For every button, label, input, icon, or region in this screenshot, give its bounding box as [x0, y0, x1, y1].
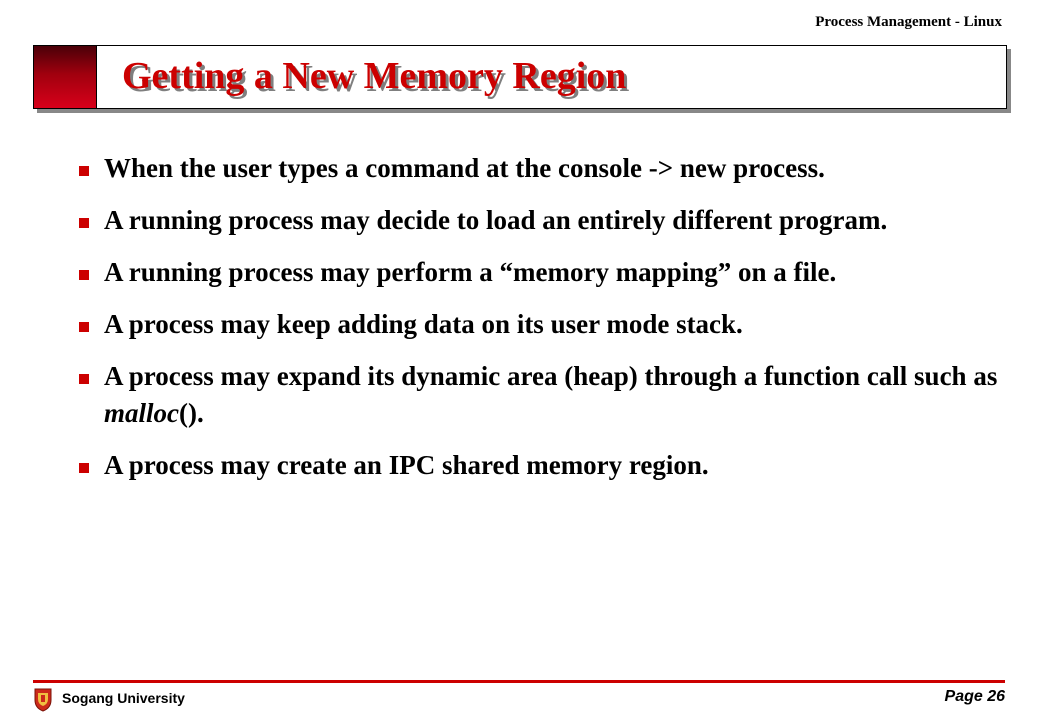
page-number: Page 26 [944, 688, 1005, 705]
bullet-square-icon [79, 463, 89, 473]
bullet-square-icon [79, 270, 89, 280]
bullet-text: A process may create an IPC shared memor… [104, 450, 709, 480]
bullet-square-icon [79, 166, 89, 176]
bullet-text: A running process may perform a “memory … [104, 257, 837, 287]
footer-institution: Sogang University [62, 690, 185, 706]
bullet-item: When the user types a command at the con… [76, 150, 1006, 187]
bullet-list: When the user types a command at the con… [76, 150, 1006, 499]
title-box: Getting a New Memory Region [33, 45, 1007, 109]
bullet-item: A running process may perform a “memory … [76, 254, 1006, 291]
university-crest-icon [34, 688, 52, 712]
title-red-block [34, 46, 97, 108]
bullet-square-icon [79, 322, 89, 332]
bullet-text-before: A process may expand its dynamic area (h… [104, 361, 998, 391]
footer-divider [33, 680, 1005, 683]
bullet-item: A process may expand its dynamic area (h… [76, 358, 1006, 432]
bullet-text-after: (). [179, 398, 204, 428]
bullet-square-icon [79, 374, 89, 384]
bullet-text: When the user types a command at the con… [104, 153, 825, 183]
bullet-item: A process may create an IPC shared memor… [76, 447, 1006, 484]
bullet-item: A process may keep adding data on its us… [76, 306, 1006, 343]
slide-title: Getting a New Memory Region [122, 55, 627, 97]
bullet-item: A running process may decide to load an … [76, 202, 1006, 239]
header-topic: Process Management - Linux [815, 14, 1002, 30]
bullet-text: A process may keep adding data on its us… [104, 309, 743, 339]
bullet-text-italic: malloc [104, 398, 179, 428]
bullet-text: A running process may decide to load an … [104, 205, 888, 235]
bullet-square-icon [79, 218, 89, 228]
